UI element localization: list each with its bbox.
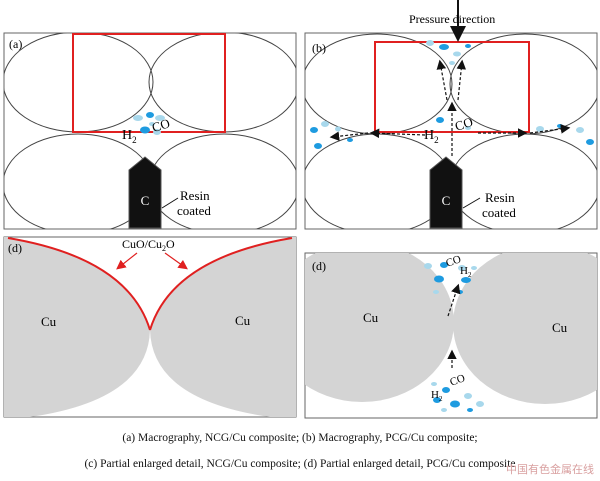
panel-a-label: (a) xyxy=(9,37,22,51)
watermark: 中国有色金属在线 xyxy=(506,463,594,476)
gas-bubble xyxy=(149,122,155,126)
panel-b-label: (b) xyxy=(312,41,326,55)
gas-bubble xyxy=(133,115,143,121)
gas-bubble xyxy=(586,139,594,145)
gas-bubble xyxy=(140,126,150,134)
coated-label: coated xyxy=(177,203,211,218)
gas-bubbles xyxy=(424,262,484,412)
resin-pointer xyxy=(462,197,481,209)
coated-label: coated xyxy=(482,205,516,220)
gas-flow-arrows xyxy=(329,59,571,156)
gas-bubble xyxy=(465,44,471,48)
gas-bubble xyxy=(153,129,161,135)
top-gas-h2-label: H2 xyxy=(460,265,472,279)
oxide-arrow-left xyxy=(116,252,138,270)
flow-arrow xyxy=(369,128,426,139)
gas-bubble xyxy=(436,117,444,123)
copper-particle-left xyxy=(305,253,454,402)
gas-co-label: CO xyxy=(453,114,475,134)
panel-d: CO H2 H2 CO Cu Cu (d) xyxy=(304,252,598,419)
gas-bubble xyxy=(335,126,341,132)
gas-bubble xyxy=(310,127,318,133)
gas-bubble xyxy=(347,138,353,142)
gas-bubble xyxy=(449,61,455,65)
copper-particle-right xyxy=(453,253,597,404)
panel-a: H2 CO C Resin coated (a) xyxy=(3,32,297,230)
gas-bubble xyxy=(450,400,460,408)
flow-arrow xyxy=(329,131,369,141)
gas-bubble xyxy=(441,408,447,412)
gas-bubble xyxy=(146,112,154,118)
panel-d-particles xyxy=(305,253,597,404)
gas-bubble xyxy=(557,124,563,128)
gas-bubble xyxy=(433,290,439,294)
gas-flow-arrows xyxy=(447,283,461,368)
graphite-particle-label: C xyxy=(141,193,150,208)
figure-caption-line-1: (a) Macrography, NCG/Cu composite; (b) M… xyxy=(122,432,478,444)
gas-bubble xyxy=(471,266,477,270)
oxide-arrow-right xyxy=(164,252,188,270)
panel-d-label: (d) xyxy=(312,259,326,273)
gas-bubble xyxy=(464,393,472,399)
gas-bubble xyxy=(440,262,448,268)
gas-bubble xyxy=(476,401,484,407)
gas-bubble xyxy=(155,115,165,121)
gas-bubble xyxy=(576,127,584,133)
gas-bubble xyxy=(442,387,450,393)
panel-c: CuO/Cu2O Cu Cu (d) xyxy=(3,236,297,418)
flow-arrow xyxy=(447,283,461,317)
pressure-direction-label: Pressure direction xyxy=(409,12,495,26)
gas-bubble xyxy=(424,263,432,269)
copper-label-left: Cu xyxy=(41,314,57,329)
flow-arrow xyxy=(529,124,571,134)
panel-c-label: (d) xyxy=(8,241,22,255)
highlight-box xyxy=(374,41,530,133)
gas-bubble xyxy=(431,382,437,386)
gas-bubble xyxy=(457,290,463,294)
top-gas-co-label: CO xyxy=(444,253,463,270)
gas-co-label: CO xyxy=(150,115,172,135)
bottom-gas-h2-label: H2 xyxy=(431,389,443,403)
gas-bubble xyxy=(426,40,434,46)
graphite-particle xyxy=(128,156,162,229)
copper-label-right: Cu xyxy=(552,320,568,335)
panel-c-particles xyxy=(4,237,296,417)
flow-arrow xyxy=(456,59,467,101)
gas-h2-label: H2 xyxy=(424,128,439,145)
copper-particle-left xyxy=(4,237,150,417)
gas-bubble xyxy=(314,143,322,149)
panel-b: Pressure direction xyxy=(304,0,598,230)
oxide-layer-right xyxy=(149,237,293,331)
copper-label-right: Cu xyxy=(235,313,251,328)
figure-caption-line-2: (c) Partial enlarged detail, NCG/Cu comp… xyxy=(84,458,516,470)
copper-particle-right xyxy=(150,237,296,417)
gas-bubble xyxy=(433,397,441,403)
resin-label: Resin xyxy=(180,188,210,203)
graphite-particle xyxy=(429,156,463,229)
gas-bubble xyxy=(461,277,471,283)
gas-bubble xyxy=(465,126,471,130)
bottom-gas-co-label: CO xyxy=(448,372,467,389)
resin-label: Resin xyxy=(485,190,515,205)
gas-bubble xyxy=(453,51,461,57)
gas-bubble xyxy=(458,265,466,271)
gas-bubble xyxy=(439,44,449,50)
gas-bubble xyxy=(321,121,329,127)
flow-arrow xyxy=(436,59,448,101)
gas-bubbles xyxy=(133,112,165,135)
oxide-label: CuO/Cu2O xyxy=(122,237,175,253)
copper-label-left: Cu xyxy=(363,310,379,325)
gas-bubble xyxy=(536,126,544,132)
graphite-particle-label: C xyxy=(442,193,451,208)
gas-bubble xyxy=(434,275,444,283)
gas-bubble xyxy=(467,408,473,412)
oxide-layer-left xyxy=(7,237,151,331)
gas-h2-label: H2 xyxy=(122,128,137,145)
resin-pointer xyxy=(161,197,179,209)
gas-bubbles xyxy=(310,40,594,149)
